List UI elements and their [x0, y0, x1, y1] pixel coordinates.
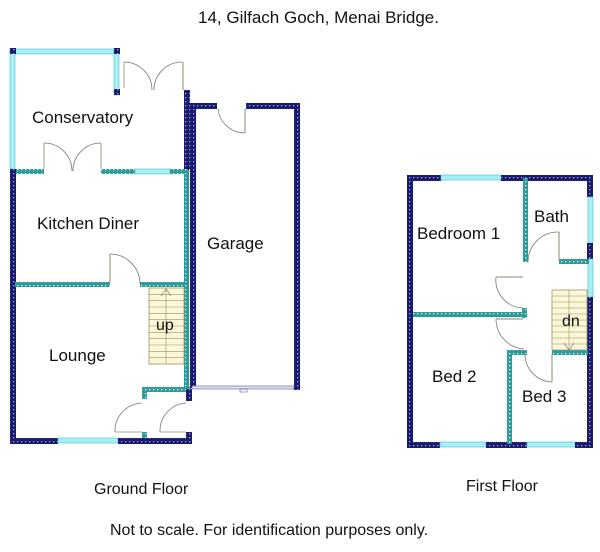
- stairs-down: [551, 289, 588, 355]
- room-label-bath: Bath: [534, 207, 569, 226]
- garage-door: [191, 385, 295, 390]
- window: [9, 48, 16, 170]
- first-floor-plan: [407, 174, 594, 448]
- page-title: 14, Gilfach Goch, Menai Bridge.: [198, 8, 439, 27]
- window: [113, 48, 120, 96]
- conservatory-walls: [9, 48, 190, 170]
- room-label-lounge: Lounge: [49, 346, 106, 365]
- stairs-label-dn: dn: [562, 313, 580, 330]
- garage: [190, 103, 300, 393]
- floor-label-ground: Ground Floor: [94, 481, 189, 498]
- porch: [114, 387, 192, 444]
- room-label-kitchen-diner: Kitchen Diner: [37, 214, 140, 233]
- room-label-bedroom-1: Bedroom 1: [417, 224, 501, 243]
- stairs-up: [148, 287, 185, 365]
- kitchen-conservatory-wall: [10, 142, 188, 175]
- ground-floor-plan: [9, 48, 300, 444]
- room-label-garage: Garage: [207, 234, 264, 253]
- interior-wall: [184, 170, 189, 388]
- window: [440, 174, 502, 181]
- kitchen-lounge-wall: [15, 253, 186, 287]
- window: [9, 48, 119, 55]
- front-wall: [10, 437, 192, 444]
- disclaimer: Not to scale. For identification purpose…: [110, 522, 429, 539]
- room-label-conservatory: Conservatory: [32, 108, 134, 127]
- room-label-bed-2: Bed 2: [432, 367, 477, 386]
- conservatory-french-doors: [123, 61, 183, 91]
- room-label-bed-3: Bed 3: [522, 387, 567, 406]
- stairs-label-up: up: [156, 317, 174, 334]
- exterior-wall: [10, 169, 16, 444]
- floor-label-first: First Floor: [466, 478, 538, 495]
